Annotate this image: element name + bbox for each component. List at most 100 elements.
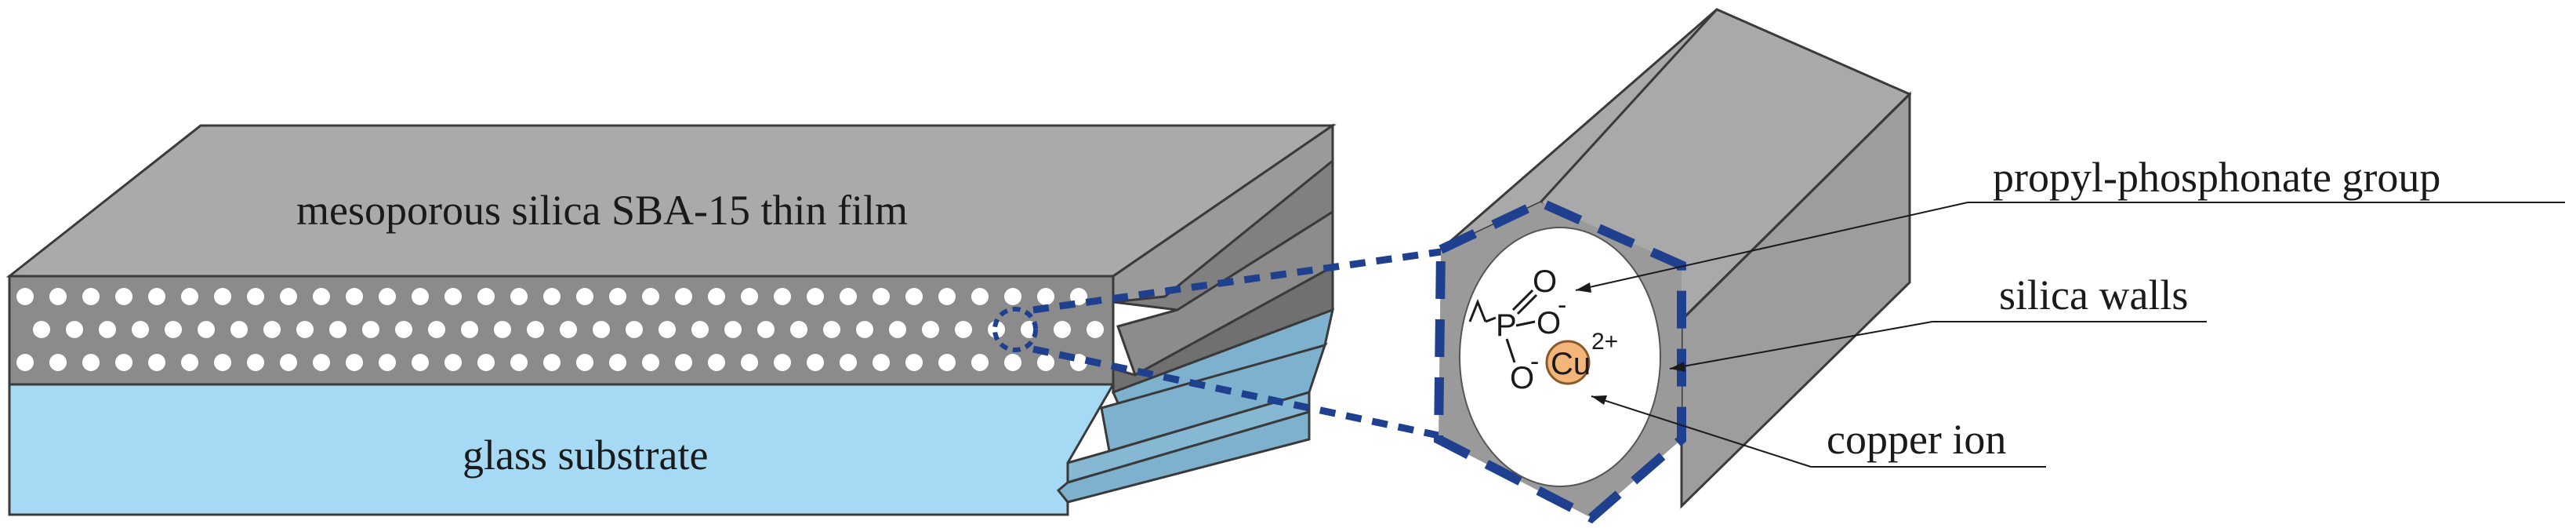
pore <box>840 354 857 371</box>
pore <box>214 288 231 305</box>
pore <box>494 321 511 338</box>
bond-chain-p <box>1485 316 1497 323</box>
pore <box>16 354 34 371</box>
pore <box>412 288 429 305</box>
pore <box>626 321 643 338</box>
pore <box>938 288 956 305</box>
pore <box>395 321 412 338</box>
arrow-group <box>1576 282 1591 293</box>
atom-o-bottom: O <box>1510 361 1534 395</box>
bond-p-o-bottom <box>1505 338 1516 363</box>
pore <box>198 321 215 338</box>
pore <box>510 288 528 305</box>
pore <box>1004 288 1021 305</box>
pore <box>593 321 610 338</box>
pore <box>724 321 742 338</box>
film-block <box>5 124 1337 516</box>
pore <box>1037 354 1054 371</box>
pore <box>132 321 149 338</box>
layer-film-4 <box>1112 264 1334 395</box>
pore <box>165 321 182 338</box>
pore <box>477 288 495 305</box>
pore <box>971 354 989 371</box>
pore <box>757 321 775 338</box>
bond-p-o-right <box>1515 320 1536 327</box>
arrow-ion <box>1591 395 1607 405</box>
atom-o-right: O <box>1537 306 1561 340</box>
pore <box>313 354 330 371</box>
atom-p: P <box>1496 308 1517 343</box>
pore <box>543 288 561 305</box>
copper-charge: 2+ <box>1591 329 1618 355</box>
pore <box>82 288 100 305</box>
pore <box>247 288 264 305</box>
pore <box>329 321 346 338</box>
pore <box>905 354 923 371</box>
pore <box>280 288 297 305</box>
exploded-layers <box>1056 123 1335 504</box>
pore <box>1087 321 1104 338</box>
pore <box>807 354 824 371</box>
pore <box>971 288 989 305</box>
pore <box>16 288 34 305</box>
pore <box>428 321 445 338</box>
pore <box>477 354 495 371</box>
pore <box>642 354 659 371</box>
pore <box>296 321 314 338</box>
arrow-walls <box>1670 362 1685 372</box>
pore <box>346 288 363 305</box>
pore <box>988 321 1005 338</box>
pore <box>510 354 528 371</box>
pore <box>922 321 939 338</box>
pore <box>49 354 67 371</box>
label-ion: copper ion <box>1827 416 2006 463</box>
pore <box>543 354 561 371</box>
pore <box>873 288 890 305</box>
pore <box>148 354 165 371</box>
pore <box>889 321 906 338</box>
pore <box>1054 321 1071 338</box>
zoom-source-circle <box>992 307 1038 352</box>
bond-p-o-double-2 <box>1516 293 1538 315</box>
leader-ion <box>1591 395 1812 468</box>
pore <box>576 354 593 371</box>
pore <box>280 354 297 371</box>
pore <box>873 354 890 371</box>
pore <box>955 321 972 338</box>
pore <box>230 321 248 338</box>
layer-glass-5 <box>1056 410 1311 504</box>
pore <box>247 354 264 371</box>
pore <box>675 288 692 305</box>
pore <box>741 354 758 371</box>
pore <box>576 288 593 305</box>
pore <box>840 288 857 305</box>
pore <box>66 321 83 338</box>
pore <box>263 321 281 338</box>
pore <box>675 354 692 371</box>
pore <box>115 354 132 371</box>
pore <box>659 321 676 338</box>
pore <box>905 288 923 305</box>
pore <box>609 288 626 305</box>
pore <box>774 288 791 305</box>
label-walls: silica walls <box>1999 271 2188 319</box>
leader-group <box>1575 202 1968 291</box>
prism-edge-2 <box>1680 93 1911 322</box>
charge-o-right: - <box>1558 290 1566 320</box>
pore <box>741 288 758 305</box>
phosphonate-structure: P O O - O - Cu 2+ <box>1468 264 1618 395</box>
pore <box>527 321 544 338</box>
layer-film-3 <box>1116 209 1334 377</box>
pore <box>609 354 626 371</box>
prism-edge <box>1539 8 1718 204</box>
bond-p-o-double-1 <box>1511 289 1534 311</box>
pore <box>99 321 116 338</box>
annotation-leaders <box>1575 202 2565 468</box>
pore <box>148 288 165 305</box>
pore <box>181 288 198 305</box>
pore <box>412 354 429 371</box>
pore-array <box>16 288 1104 371</box>
pore <box>560 321 577 338</box>
pore <box>708 288 725 305</box>
